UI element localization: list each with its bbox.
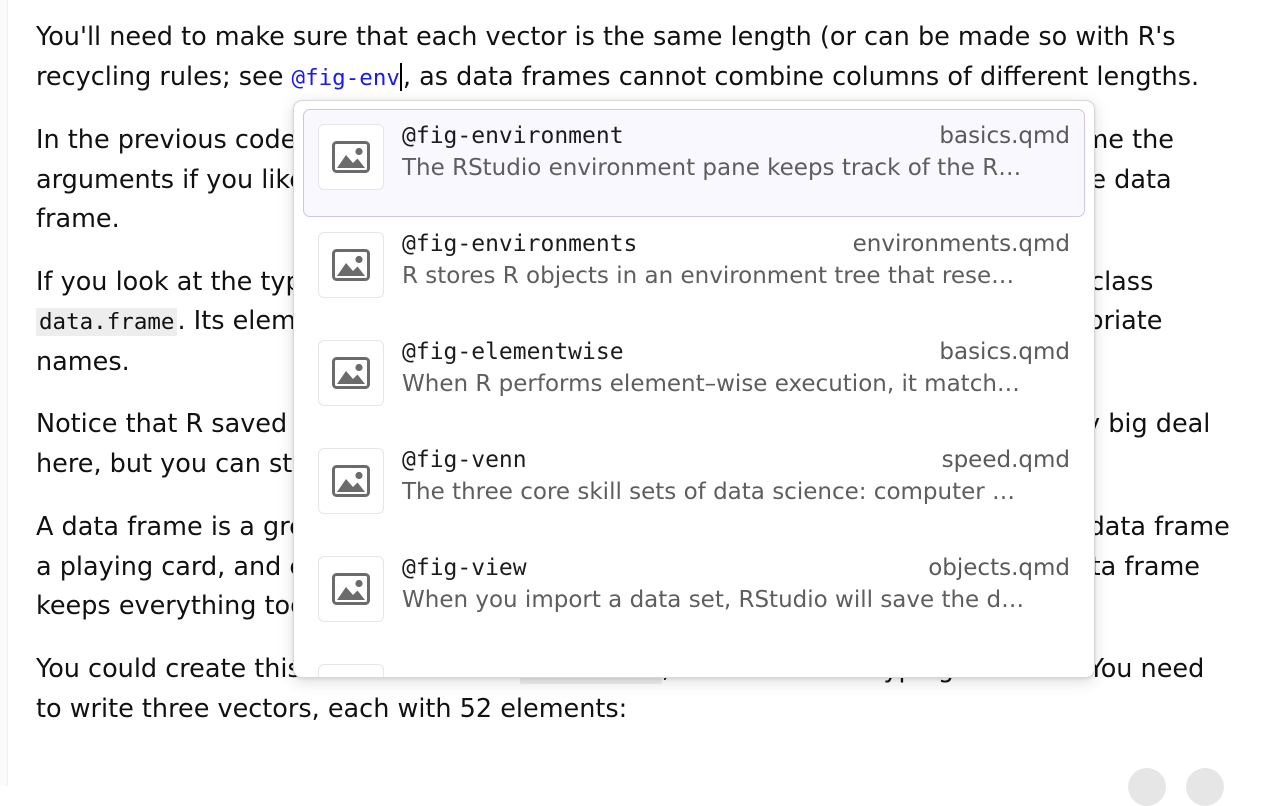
xref-item-header: @fig-venn speed.qmd [402, 447, 1070, 473]
image-placeholder-icon [318, 340, 384, 406]
text-run: You'll need to make sure that each vecto… [36, 22, 1184, 92]
paragraph-p1: You'll need to make sure that each vecto… [36, 18, 1232, 98]
text-run: , as data frames cannot combine columns … [402, 61, 1200, 92]
image-placeholder-icon [318, 664, 384, 677]
xref-token: @fig-env [291, 64, 400, 91]
image-placeholder-icon [318, 556, 384, 622]
xref-item-header: @fig-environments environments.qmd [402, 231, 1070, 257]
fab-two[interactable] [1186, 768, 1224, 806]
xref-item-header: @fig-elementwise basics.qmd [402, 339, 1070, 365]
xref-item-id: @fig-environments [402, 231, 638, 257]
image-placeholder-icon [318, 124, 384, 190]
image-placeholder-icon [318, 232, 384, 298]
xref-item-id: @fig-view [402, 555, 527, 581]
xref-item-description: When R performs element–wise execution, … [402, 371, 1020, 397]
xref-item-header: @fig-view objects.qmd [402, 555, 1070, 581]
xref-item-description: When you import a data set, RStudio will… [402, 587, 1025, 613]
fab-one[interactable] [1128, 768, 1166, 806]
xref-item-id: @fig-environment [402, 123, 624, 149]
xref-item-description: The three core skill sets of data scienc… [402, 479, 1016, 505]
xref-item-header: @fig-environment basics.qmd [402, 123, 1070, 149]
xref-item-file: speed.qmd [941, 447, 1070, 473]
xref-item-body: @fig-environments environments.qmd R store… [402, 230, 1070, 289]
inline-code: data.frame [36, 308, 178, 336]
xref-item[interactable]: @fig-environments environments.qmd R store… [303, 217, 1085, 325]
xref-item-file: environments.qmd [852, 231, 1070, 257]
xref-item[interactable] [303, 649, 1085, 677]
image-placeholder-icon [318, 448, 384, 514]
xref-item-description: R stores R objects in an environment tre… [402, 263, 1015, 289]
xref-item-description: The RStudio environment pane keeps track… [402, 155, 1022, 181]
xref-item-body [402, 662, 1070, 669]
xref-item-file: objects.qmd [928, 555, 1070, 581]
xref-item-id: @fig-venn [402, 447, 527, 473]
xref-item-file: basics.qmd [939, 123, 1070, 149]
text-cursor [399, 62, 402, 91]
xref-item-file: basics.qmd [939, 339, 1070, 365]
editor-gutter-rail [0, 0, 8, 786]
xref-item-id: @fig-elementwise [402, 339, 624, 365]
